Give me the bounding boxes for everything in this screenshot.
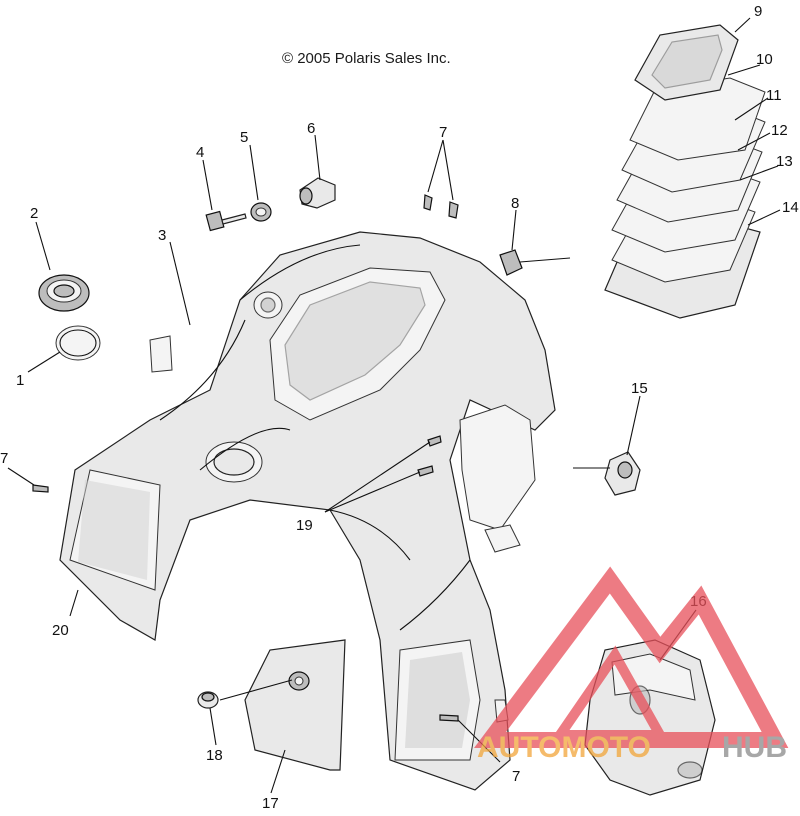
callout-20: 20: [52, 622, 69, 639]
watermark-text-automoto: AUTOMOTO: [477, 731, 651, 764]
part-1-o-ring: [55, 325, 101, 361]
callout-2: 2: [30, 205, 38, 222]
part-7-screws-top: [423, 194, 459, 219]
watermark-logo-triangle-outer: [474, 566, 789, 748]
callout-17: 17: [262, 795, 279, 811]
part-19-pins: [417, 435, 442, 477]
part-15-bracket: [604, 451, 641, 496]
gauge-stack: [604, 24, 766, 319]
callout-5: 5: [240, 129, 248, 146]
callout-3: 3: [158, 227, 166, 244]
callout-7-left: 7: [0, 450, 8, 467]
part-17-cover: [244, 639, 346, 771]
part-18-knob: [197, 691, 219, 709]
part-2-grommet: [38, 274, 90, 312]
callout-9: 9: [754, 3, 762, 20]
watermark-logo-triangle-inner: [550, 645, 669, 740]
callout-6: 6: [307, 120, 315, 137]
part-4-key: [205, 210, 247, 232]
part-6-ignition-switch: [299, 177, 336, 209]
watermark: AUTOMOTO HUB: [474, 566, 789, 764]
callout-11: 11: [766, 87, 782, 104]
callout-7-top: 7: [439, 124, 447, 141]
part-8-cable-clip: [499, 249, 571, 276]
part-7-screw-left: [32, 484, 49, 493]
callout-18: 18: [206, 747, 223, 764]
callout-8: 8: [511, 195, 519, 212]
part-7-screw-bottom: [439, 714, 459, 722]
callout-labels: 1 2 3 4 5 6 7 7 7 7 8 9 10 11 12 13 14 1…: [0, 3, 799, 812]
callout-15: 15: [631, 380, 648, 397]
watermark-text-hub: HUB: [722, 731, 787, 764]
part-9-lens: [634, 24, 739, 101]
callout-13: 13: [776, 153, 793, 170]
callout-7-bottom: 7: [512, 768, 520, 785]
callout-19: 19: [296, 517, 313, 534]
callout-4: 4: [196, 144, 204, 161]
callout-12: 12: [771, 122, 788, 139]
hood-console-assembly: [59, 231, 556, 791]
callout-1: 1: [16, 372, 24, 389]
copyright-notice: © 2005 Polaris Sales Inc.: [282, 50, 451, 67]
part-5-nut: [250, 202, 272, 222]
callout-10: 10: [756, 51, 773, 68]
callout-14: 14: [782, 199, 799, 216]
